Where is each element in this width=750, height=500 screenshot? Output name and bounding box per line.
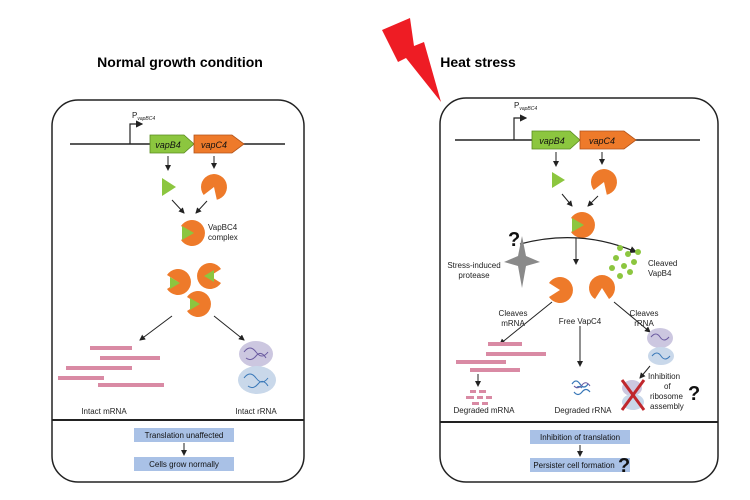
cleaves-rrna-label-1: Cleaves [630, 309, 659, 318]
heat-mrna-strands-icon [456, 342, 546, 372]
degraded-mrna-fragments-icon [466, 390, 492, 405]
heat-cleavage-arrow [519, 237, 638, 253]
heat-panel-frame [439, 97, 719, 483]
normal-vapc4-gene [193, 134, 245, 154]
normal-arrow-to-complex-2 [195, 200, 208, 214]
inhibition-label-3: ribosome [650, 392, 683, 401]
inhibition-label-2: of [664, 382, 671, 391]
normal-complex-label-2: complex [208, 233, 238, 242]
heat-ribosome-arrow [639, 365, 651, 379]
normal-promoter-arrow-icon [129, 120, 144, 144]
heat-arrow-to-complex-1 [561, 193, 573, 207]
normal-translation-box [134, 428, 234, 442]
degraded-rrna-icon [571, 380, 591, 396]
free-vapc4-label: Free VapC4 [559, 317, 602, 326]
degraded-mrna-label: Degraded mRNA [454, 406, 516, 415]
heat-persister-box [530, 458, 630, 472]
heat-vapb4-gene [531, 130, 581, 150]
inhibition-label-4: assembly [650, 402, 684, 411]
normal-intact-rrna-icon [238, 341, 276, 394]
normal-translation-text: Translation unaffected [145, 431, 224, 440]
heat-ribosome-icon [647, 328, 674, 365]
normal-growth-text: Cells grow normally [149, 460, 219, 469]
protease-question-mark: ? [508, 229, 520, 251]
heat-vapb4-antitoxin-icon [552, 172, 565, 188]
cleaves-rrna-label-2: rRNA [634, 319, 654, 328]
normal-vapc4-gene-label: vapC4 [201, 140, 227, 150]
heat-vapbc4-complex-icon [571, 212, 595, 238]
heat-persister-text: Persister cell formation [533, 461, 614, 470]
normal-rrna-label: Intact rRNA [235, 407, 277, 416]
protease-label-1: Stress-induced [447, 261, 500, 270]
heat-translation-box [530, 430, 630, 444]
normal-arrow-to-rrna [213, 315, 245, 341]
heat-vapc4-gene [579, 130, 637, 150]
degraded-rrna-label: Degraded rRNA [555, 406, 613, 415]
heat-arrow-to-complex-2 [587, 195, 599, 207]
normal-vapb4-antitoxin-icon [162, 178, 176, 196]
heading-normal: Normal growth condition [97, 54, 263, 70]
normal-mrna-label: Intact mRNA [81, 407, 127, 416]
normal-complex-cluster-icon [167, 263, 221, 317]
heat-promoter-label: PvapBC4 [514, 101, 537, 112]
normal-arrow-to-mrna [139, 315, 173, 341]
heat-translation-text: Inhibition of translation [540, 433, 620, 442]
cleaved-vapb4-fragments-icon [609, 245, 641, 279]
protease-star-icon [504, 236, 540, 288]
cleaves-mrna-label-2: mRNA [501, 319, 525, 328]
normal-growth-box [134, 457, 234, 471]
normal-intact-mrna-icon [58, 346, 164, 387]
heat-promoter-arrow-icon [513, 114, 528, 140]
normal-vapb4-gene [149, 134, 195, 154]
inhibition-label-1: Inhibition [648, 372, 680, 381]
cleaves-mrna-label-1: Cleaves [499, 309, 528, 318]
inhibition-question-mark: ? [688, 383, 700, 405]
heat-arrow-to-mrna [499, 301, 553, 345]
heat-vapb4-gene-label: vapB4 [539, 136, 565, 146]
persister-question-mark: ? [618, 455, 630, 477]
normal-vapb4-gene-label: vapB4 [155, 140, 181, 150]
normal-complex-label-1: VapBC4 [208, 223, 238, 232]
inhibited-ribosome-icon [620, 379, 646, 411]
cleaved-label-1: Cleaved [648, 259, 677, 268]
cleaved-label-2: VapB4 [648, 269, 672, 278]
normal-vapbc4-complex-icon [181, 220, 205, 246]
normal-promoter-label: PvapBC4 [132, 111, 155, 122]
lightning-bolt-icon [382, 18, 441, 102]
heat-arrow-to-ribosome [613, 301, 651, 333]
protease-label-2: protease [458, 271, 490, 280]
heading-heat: Heat stress [440, 54, 516, 70]
normal-arrow-to-complex-1 [171, 199, 185, 214]
heat-vapc4-gene-label: vapC4 [589, 136, 615, 146]
